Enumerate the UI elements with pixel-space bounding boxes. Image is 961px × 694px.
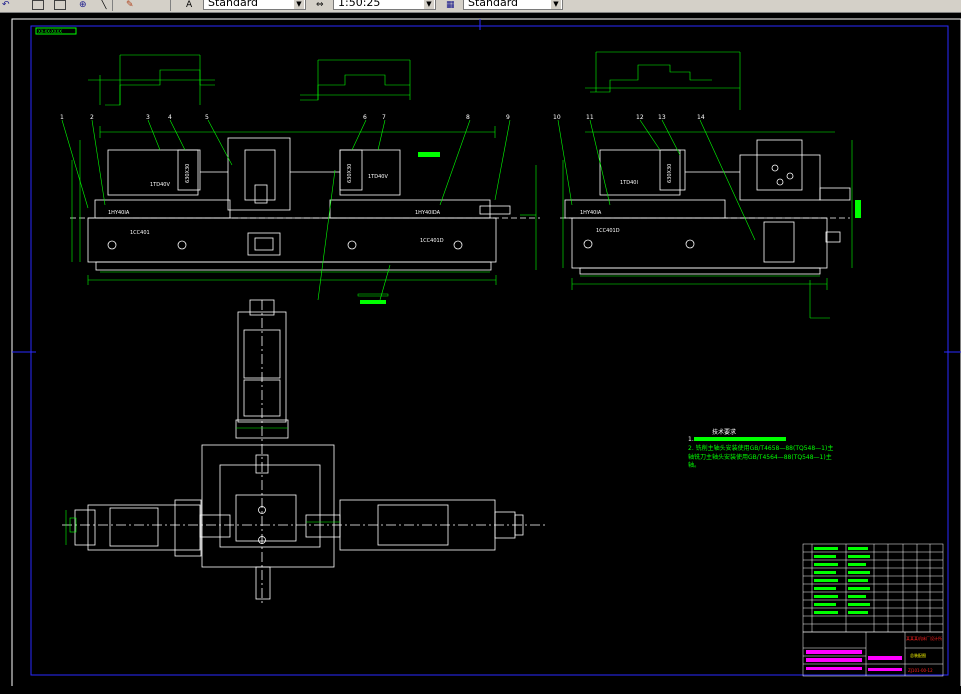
status-strip — [0, 686, 961, 694]
dim-style-value: Standard — [468, 0, 519, 9]
title-block-fills — [806, 650, 902, 671]
part-labels: 1 2 3 4 5 6 7 8 9 — [60, 114, 510, 121]
pan-icon[interactable]: ⊕ — [79, 0, 87, 10]
svg-text:1HY40IA: 1HY40IA — [580, 210, 602, 216]
text-style-icon: A — [186, 0, 193, 10]
svg-text:7: 7 — [382, 114, 386, 121]
svg-text:1TD40I: 1TD40I — [620, 180, 638, 186]
dim-style-icon: ▦ — [446, 0, 455, 10]
side-view[interactable] — [560, 139, 851, 275]
front-callouts — [357, 152, 440, 304]
scale-value: 1:50:25 — [338, 0, 381, 9]
svg-text:4: 4 — [168, 114, 172, 121]
square-button-2[interactable] — [54, 0, 66, 10]
svg-text:3: 3 — [146, 114, 150, 121]
toolbar-separator — [112, 0, 113, 11]
parts-list — [802, 543, 944, 633]
svg-text:1CC401: 1CC401 — [130, 230, 150, 236]
undo-icon[interactable]: ↶ — [2, 0, 10, 10]
plan-view[interactable] — [62, 299, 545, 605]
svg-text:8: 8 — [466, 114, 470, 121]
side-labels: 10 11 12 13 14 — [553, 114, 705, 121]
svg-text:轴铣刀主轴头安装使用GB/T4564—88(TQ548—1): 轴铣刀主轴头安装使用GB/T4564—88(TQ548—1)主 — [688, 453, 832, 461]
title-drawing-name: 总装配图 — [910, 652, 926, 658]
svg-text:630X30: 630X30 — [347, 164, 353, 183]
front-view[interactable] — [70, 137, 540, 271]
side-machine-labels: 1TD40I 630X30 1HY40IA 1CC401D — [580, 164, 673, 234]
title-company: 某某某机床厂设计所 — [906, 635, 942, 641]
title-stamp: XX-XX-XXXX — [38, 29, 62, 34]
square-button[interactable] — [32, 0, 44, 10]
svg-text:1CC401D: 1CC401D — [596, 228, 620, 234]
title-drawing-number: ZJ101-00-12 — [908, 668, 933, 673]
svg-text:5: 5 — [205, 114, 209, 121]
pointer-icon[interactable]: ╲ — [101, 0, 107, 10]
toolbar-separator — [170, 0, 171, 11]
paint-icon[interactable]: ✎ — [126, 0, 134, 10]
svg-text:13: 13 — [658, 114, 666, 121]
title-block — [802, 631, 944, 677]
svg-text:2. 铣削主轴头安装使用GB/T4658—88(TQ548—: 2. 铣削主轴头安装使用GB/T4658—88(TQ548—1)主 — [688, 444, 833, 452]
svg-text:1TD40V: 1TD40V — [150, 182, 170, 188]
svg-text:1TD40V: 1TD40V — [368, 174, 388, 180]
toolbar: ↶ ⊕ ╲ ✎ A Standard ▼ ⇔ 1:50:25 ▼ ▦ Stand… — [0, 0, 961, 13]
svg-text:2: 2 — [90, 114, 94, 121]
drawing-canvas[interactable]: XX-XX-XXXX — [0, 13, 961, 694]
chevron-down-icon[interactable]: ▼ — [424, 0, 434, 9]
svg-text:12: 12 — [636, 114, 644, 121]
svg-text:630X30: 630X30 — [667, 164, 673, 183]
parts-list-entries — [814, 547, 870, 614]
chevron-down-icon[interactable]: ▼ — [551, 0, 561, 9]
svg-text:6: 6 — [363, 114, 367, 121]
text-style-combo[interactable]: Standard ▼ — [203, 0, 306, 10]
chevron-down-icon[interactable]: ▼ — [294, 0, 304, 9]
dim-style-combo[interactable]: Standard ▼ — [463, 0, 563, 10]
front-dimensions — [61, 54, 537, 301]
side-callout — [855, 200, 861, 218]
svg-text:9: 9 — [506, 114, 510, 121]
svg-text:1: 1 — [60, 114, 64, 121]
svg-text:10: 10 — [553, 114, 561, 121]
tech-requirements: 技术要求 1. 2. 铣削主轴头安装使用GB/T4658—88(TQ548—1)… — [688, 428, 833, 469]
svg-text:技术要求: 技术要求 — [712, 428, 736, 436]
scale-combo[interactable]: 1:50:25 ▼ — [333, 0, 436, 10]
side-dimensions — [557, 51, 853, 319]
svg-text:630X30: 630X30 — [185, 164, 191, 183]
svg-text:11: 11 — [586, 114, 594, 121]
text-style-value: Standard — [208, 0, 259, 9]
svg-text:1HY40IDA: 1HY40IDA — [415, 210, 441, 216]
svg-text:1HY40IA: 1HY40IA — [108, 210, 130, 216]
svg-text:14: 14 — [697, 114, 705, 121]
scale-icon: ⇔ — [316, 0, 324, 10]
title-stamp-box — [35, 27, 77, 35]
plan-dimensions — [65, 427, 340, 545]
svg-text:1CC401D: 1CC401D — [420, 238, 444, 244]
svg-text:轴。: 轴。 — [688, 461, 700, 469]
sheet-border — [30, 25, 949, 676]
svg-text:1.: 1. — [688, 436, 694, 443]
machine-labels: 1TD40V 630X30 1HY40IA 1CC401 1CC401D 1HY… — [108, 164, 444, 244]
